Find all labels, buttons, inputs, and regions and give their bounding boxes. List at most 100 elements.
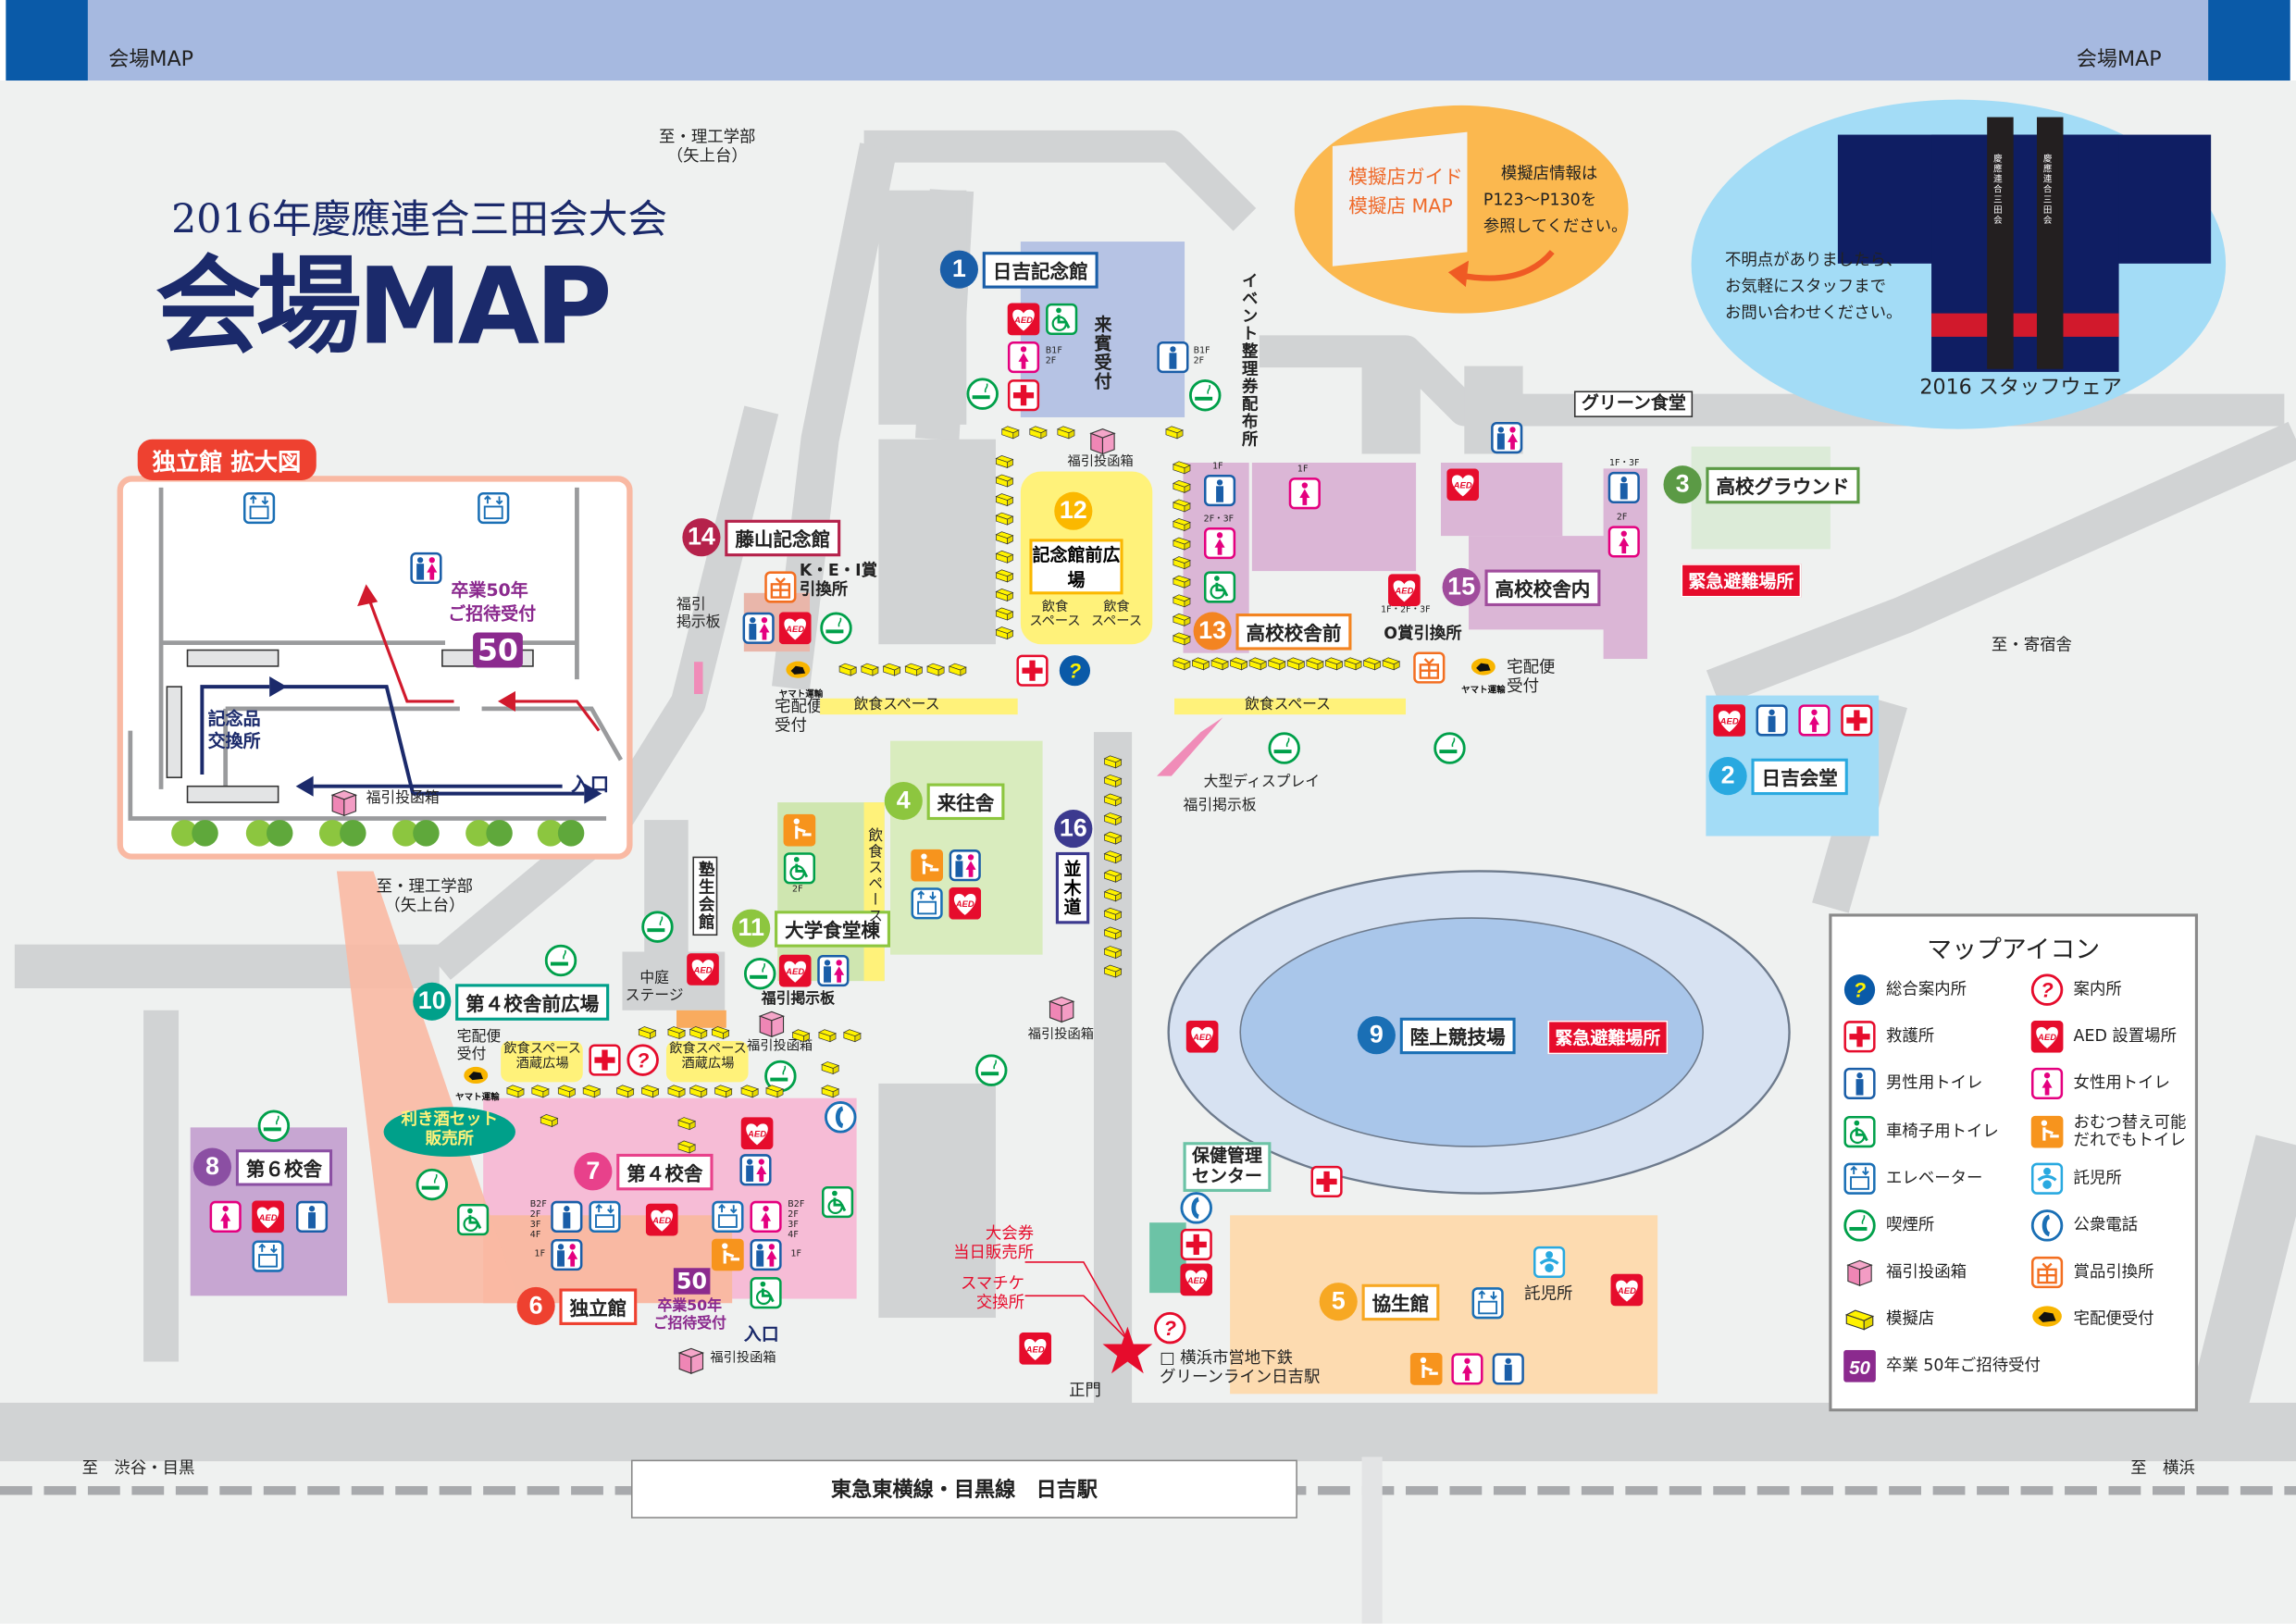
smoking-icon[interactable] [641,911,674,943]
shop-stall-icon[interactable] [1102,847,1123,867]
shop-stall-icon[interactable] [994,470,1014,490]
info-icon[interactable]: ? [1154,1311,1186,1345]
wc-male-icon[interactable] [1157,341,1189,374]
shop-stall-icon[interactable] [1190,653,1210,674]
shop-stall-icon[interactable] [530,1081,551,1101]
wc-both-icon[interactable] [410,552,442,585]
shop-stall-icon[interactable] [556,1081,577,1101]
shop-stall-icon[interactable] [1305,653,1325,674]
shop-stall-icon[interactable] [639,1081,660,1101]
shop-stall-icon[interactable] [714,1081,734,1101]
wc-both-icon[interactable] [742,612,775,644]
wc-female-icon[interactable] [1798,704,1831,737]
shop-stall-icon[interactable] [1172,571,1192,591]
elevator-icon[interactable] [712,1200,744,1233]
wc-both-icon[interactable] [949,849,981,882]
first-aid-icon[interactable] [1841,704,1873,737]
shop-stall-icon[interactable] [1362,653,1383,674]
smoking-icon[interactable] [544,944,577,977]
aed-icon[interactable]: AED [1007,303,1040,336]
shop-stall-icon[interactable] [1172,476,1192,496]
aed-icon[interactable]: AED [1446,468,1480,502]
phone-icon[interactable] [824,1101,857,1134]
elevator-icon[interactable] [1471,1287,1504,1320]
diaper-icon[interactable] [711,1238,744,1271]
wc-both-icon[interactable] [817,954,850,987]
wc-both-icon[interactable] [1491,422,1523,454]
wc-male-icon[interactable] [1607,471,1640,504]
shop-stall-icon[interactable] [1172,457,1192,477]
wc-both-icon[interactable] [551,1238,583,1271]
shop-stall-icon[interactable] [689,1081,709,1101]
aed-icon[interactable]: AED [252,1200,284,1233]
wc-both-icon[interactable] [750,1238,782,1271]
yamato-icon[interactable] [1469,656,1498,682]
info-icon[interactable]: ? [627,1044,659,1076]
first-aid-icon[interactable] [1007,379,1040,412]
yamato-icon[interactable] [461,1064,490,1090]
elevator-icon[interactable] [478,491,510,525]
shop-stall-icon[interactable] [1210,653,1230,674]
wc-male-icon[interactable] [1492,1353,1524,1385]
elevator-icon[interactable] [911,887,943,920]
shop-stall-icon[interactable] [539,1110,559,1130]
wheelchair-icon[interactable] [783,852,816,885]
wc-both-icon[interactable] [739,1154,772,1186]
shop-stall-icon[interactable] [1164,422,1185,442]
shop-stall-icon[interactable] [820,1081,840,1101]
wheelchair-icon[interactable] [1046,303,1078,336]
first-aid-icon[interactable] [1180,1228,1212,1261]
shop-stall-icon[interactable] [637,1022,657,1042]
marker-16-namikimichi[interactable]: 16 [1054,810,1093,849]
shop-stall-icon[interactable] [1247,653,1268,674]
shop-stall-icon[interactable] [764,1081,785,1101]
shop-stall-icon[interactable] [903,659,924,679]
smoking-icon[interactable] [416,1168,449,1201]
shop-stall-icon[interactable] [1172,533,1192,553]
shop-stall-icon[interactable] [1323,653,1344,674]
elevator-icon[interactable] [589,1200,621,1233]
shop-stall-icon[interactable] [994,565,1014,586]
shop-stall-icon[interactable] [1102,903,1123,924]
first-aid-icon[interactable] [1310,1165,1343,1198]
elevator-icon[interactable] [252,1240,284,1272]
prize-icon[interactable] [764,571,797,603]
lottery-box-icon[interactable] [328,787,360,819]
diaper-icon[interactable] [1409,1353,1443,1385]
wheelchair-icon[interactable] [456,1203,490,1236]
wc-male-icon[interactable] [295,1200,329,1233]
shop-stall-icon[interactable] [994,622,1014,642]
shop-stall-icon[interactable] [994,451,1014,471]
smoking-icon[interactable] [966,378,999,410]
aed-icon[interactable]: AED [1610,1273,1644,1307]
shop-stall-icon[interactable] [860,659,880,679]
shop-stall-icon[interactable] [1172,628,1192,649]
wc-female-icon[interactable] [1607,526,1640,558]
shop-stall-icon[interactable] [994,508,1014,528]
first-aid-icon[interactable] [589,1044,621,1076]
aed-icon[interactable]: AED [687,953,719,986]
shop-stall-icon[interactable] [994,527,1014,548]
aed-icon[interactable]: AED [949,886,982,920]
shop-stall-icon[interactable] [820,1057,840,1077]
aed-icon[interactable]: AED [778,612,812,645]
wc-male-icon[interactable] [1756,704,1788,737]
wc-female-icon[interactable] [750,1200,782,1233]
diaper-icon[interactable] [911,849,944,882]
first-aid-icon[interactable] [1016,654,1049,687]
wheelchair-icon[interactable] [821,1185,854,1219]
shop-stall-icon[interactable] [689,1022,709,1042]
marker-12-kinenkan-plaza[interactable]: 12 [1054,491,1093,530]
shop-stall-icon[interactable] [739,1081,760,1101]
smoking-icon[interactable] [1268,732,1300,764]
shop-stall-icon[interactable] [1229,653,1249,674]
aed-icon[interactable]: AED [778,954,812,987]
shop-stall-icon[interactable] [882,659,902,679]
